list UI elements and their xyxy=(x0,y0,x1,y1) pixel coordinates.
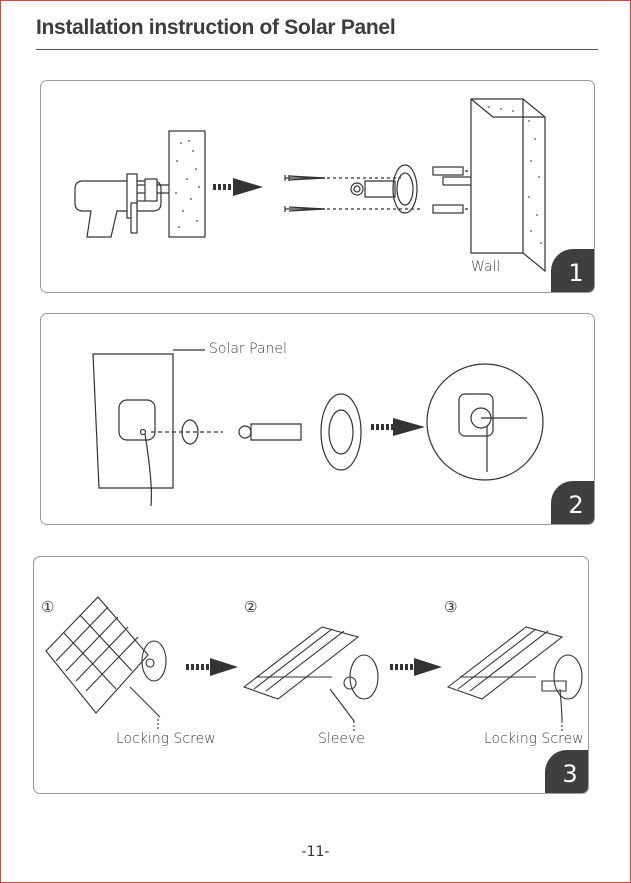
sub-step-3-marker: ③ xyxy=(444,598,457,616)
step-1-panel: Wall 1 xyxy=(40,80,595,293)
page-number: -11- xyxy=(0,844,631,860)
arrow-right-icon xyxy=(390,658,442,676)
mount-bracket-icon xyxy=(351,165,417,213)
step-3-illustration xyxy=(34,557,589,794)
step-2-badge: 2 xyxy=(551,481,595,525)
sub-step-1-marker: ① xyxy=(41,598,54,616)
step-3-badge: 3 xyxy=(545,750,589,794)
solar-panel-icon xyxy=(46,597,166,717)
drill-icon xyxy=(75,174,183,237)
arrow-right-icon xyxy=(371,418,425,436)
screw-icon xyxy=(285,175,325,212)
sleeve-label: Sleeve xyxy=(318,731,365,747)
locking-screw-label-2: Locking Screw xyxy=(484,731,584,747)
step-1-badge: 1 xyxy=(551,249,595,293)
step-2-illustration xyxy=(41,314,595,525)
arrow-right-icon xyxy=(213,178,263,196)
step-1-illustration xyxy=(41,81,595,293)
wall-anchor-icon xyxy=(433,167,473,213)
solar-panel-icon xyxy=(448,627,582,721)
solar-panel-icon xyxy=(93,354,173,506)
sub-step-2-marker: ② xyxy=(244,598,257,616)
wall-label: Wall xyxy=(471,259,500,275)
page-title: Installation instruction of Solar Panel xyxy=(36,16,395,40)
solar-panel-label: Solar Panel xyxy=(209,341,287,357)
title-divider xyxy=(36,49,598,50)
step-3-panel: ① ② ③ Locking Screw Sleeve Locking Screw… xyxy=(33,556,589,794)
solar-panel-icon xyxy=(244,627,378,721)
step-2-panel: Solar Panel 2 xyxy=(40,313,595,525)
mount-bracket-icon xyxy=(239,394,361,470)
arrow-right-icon xyxy=(186,658,238,676)
wall-icon xyxy=(471,99,545,271)
locking-screw-label-1: Locking Screw xyxy=(116,731,216,747)
zoom-detail-icon xyxy=(427,364,543,480)
